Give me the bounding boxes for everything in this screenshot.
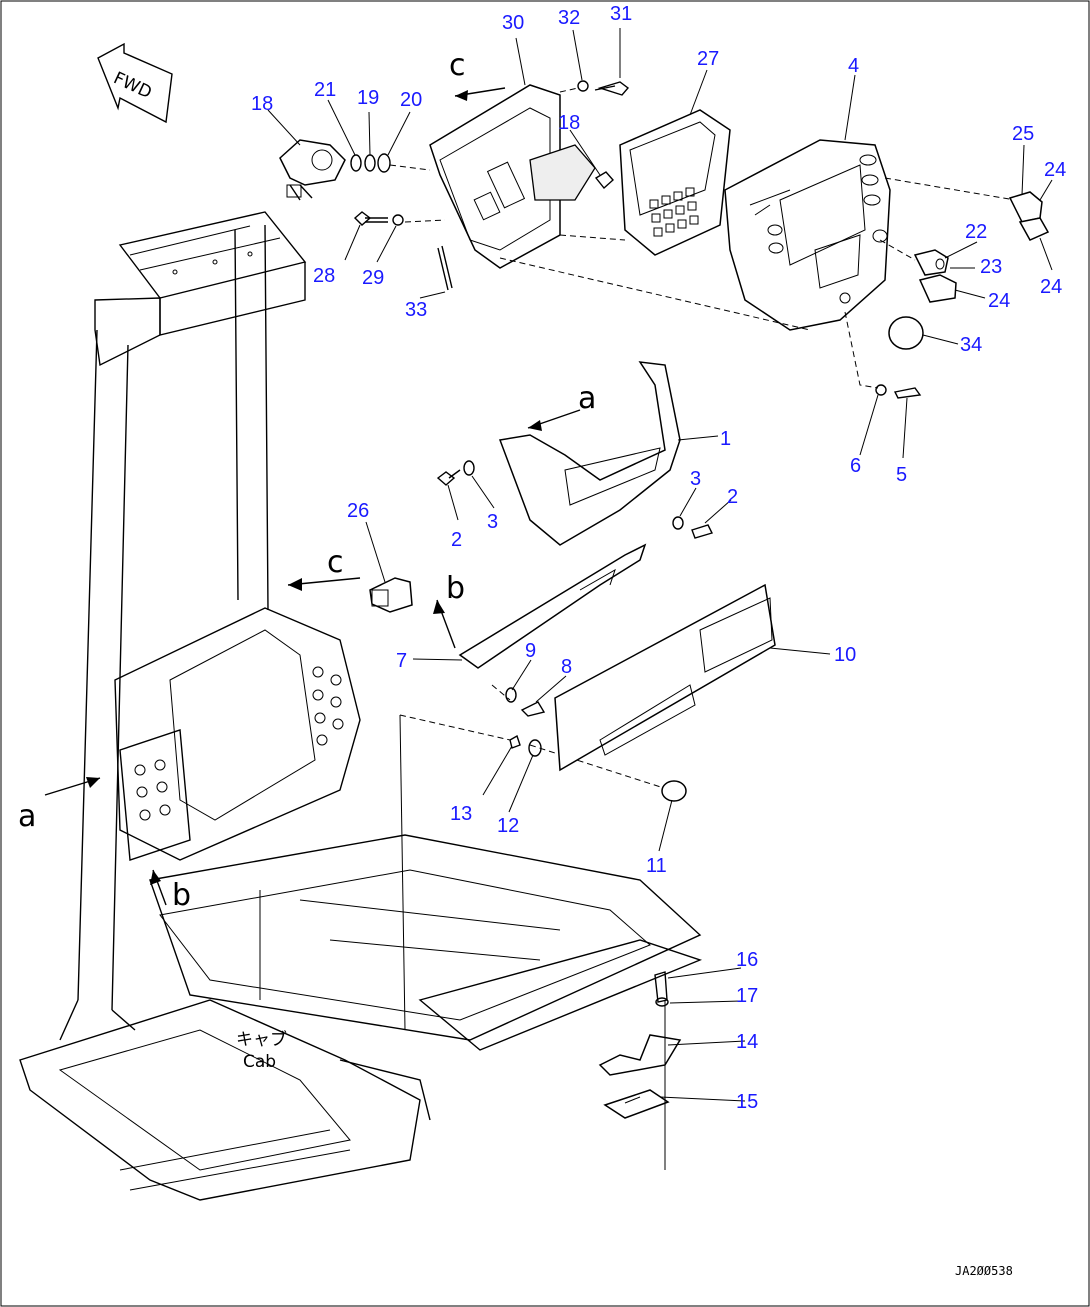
callout-7: 7 bbox=[396, 650, 407, 672]
part-1-lower-cover bbox=[498, 361, 681, 546]
callout-4: 4 bbox=[848, 55, 859, 77]
part-4-cover bbox=[724, 139, 891, 331]
callout-21: 21 bbox=[314, 79, 336, 101]
part-27-controller bbox=[619, 109, 731, 256]
part-2-3-fasteners bbox=[436, 460, 714, 539]
callout-16: 16 bbox=[736, 949, 758, 971]
part-28-29-bolt bbox=[353, 211, 404, 226]
callout-19: 19 bbox=[357, 87, 379, 109]
part-10-panel bbox=[554, 583, 776, 772]
callout-20: 20 bbox=[400, 89, 422, 111]
callout-2-right: 2 bbox=[727, 486, 738, 508]
part-18-nut bbox=[594, 171, 614, 190]
drawing-code: JA2ØØ538 bbox=[955, 1264, 1013, 1278]
view-letter-c-mid: c bbox=[327, 545, 344, 580]
callout-12: 12 bbox=[497, 815, 519, 837]
callout-25: 25 bbox=[1012, 123, 1034, 145]
callout-5: 5 bbox=[896, 464, 907, 486]
callout-28: 28 bbox=[313, 265, 335, 287]
cab-label-en: Cab bbox=[243, 1052, 276, 1072]
view-letter-a-left: a bbox=[18, 799, 36, 834]
callout-13: 13 bbox=[450, 803, 472, 825]
callout-29: 29 bbox=[362, 267, 384, 289]
callout-27: 27 bbox=[697, 48, 719, 70]
callout-24-mid: 24 bbox=[988, 290, 1010, 312]
callout-1: 1 bbox=[720, 428, 731, 450]
callout-15: 15 bbox=[736, 1091, 758, 1113]
view-arrows bbox=[44, 87, 581, 906]
part-33-pin bbox=[437, 245, 453, 291]
callout-23: 23 bbox=[980, 256, 1002, 278]
callout-26: 26 bbox=[347, 500, 369, 522]
part-14-17-bracket bbox=[598, 971, 682, 1170]
part-30-bracket bbox=[429, 84, 596, 269]
part-8-9-fasteners bbox=[505, 687, 546, 717]
callout-33: 33 bbox=[405, 299, 427, 321]
part-31-32-fasteners bbox=[577, 80, 630, 96]
view-letter-b-mid: b bbox=[446, 571, 465, 606]
callout-24-top: 24 bbox=[1044, 159, 1066, 181]
leader-lines bbox=[267, 28, 1053, 1102]
view-letter-a-top: a bbox=[578, 381, 596, 416]
callout-22: 22 bbox=[965, 221, 987, 243]
callout-17: 17 bbox=[736, 985, 758, 1007]
callout-32: 32 bbox=[558, 7, 580, 29]
fwd-arrow-icon: FWD bbox=[97, 42, 173, 124]
callout-18-left: 18 bbox=[251, 93, 273, 115]
callout-10: 10 bbox=[834, 644, 856, 666]
callout-9: 9 bbox=[525, 640, 536, 662]
cab-label-jp: キャブ bbox=[236, 1029, 287, 1050]
callout-3-left: 3 bbox=[487, 511, 498, 533]
view-letter-b-low: b bbox=[172, 878, 191, 913]
part-34-cap bbox=[888, 316, 924, 350]
part-5-6-fasteners bbox=[875, 384, 922, 399]
callout-24-right: 24 bbox=[1040, 276, 1062, 298]
view-letter-c-top: c bbox=[449, 48, 466, 83]
callout-2-left: 2 bbox=[451, 529, 462, 551]
callout-11: 11 bbox=[646, 855, 667, 877]
switches-22-25 bbox=[913, 191, 1050, 303]
callout-18-right: 18 bbox=[558, 112, 580, 134]
cab-frame bbox=[19, 211, 703, 1201]
part-7-strip bbox=[458, 543, 647, 669]
callout-34: 34 bbox=[960, 334, 982, 356]
washers-21-19-20 bbox=[350, 153, 391, 173]
callout-3-right: 3 bbox=[690, 468, 701, 490]
callout-6: 6 bbox=[850, 455, 861, 477]
callout-8: 8 bbox=[561, 656, 572, 678]
part-18-switch bbox=[279, 139, 346, 201]
part-26-switch bbox=[369, 577, 413, 613]
part-11-13-fasteners bbox=[509, 734, 687, 802]
callout-14: 14 bbox=[736, 1031, 758, 1053]
callout-31: 31 bbox=[610, 3, 632, 25]
fwd-label: FWD bbox=[110, 68, 154, 103]
callout-30: 30 bbox=[502, 12, 524, 34]
